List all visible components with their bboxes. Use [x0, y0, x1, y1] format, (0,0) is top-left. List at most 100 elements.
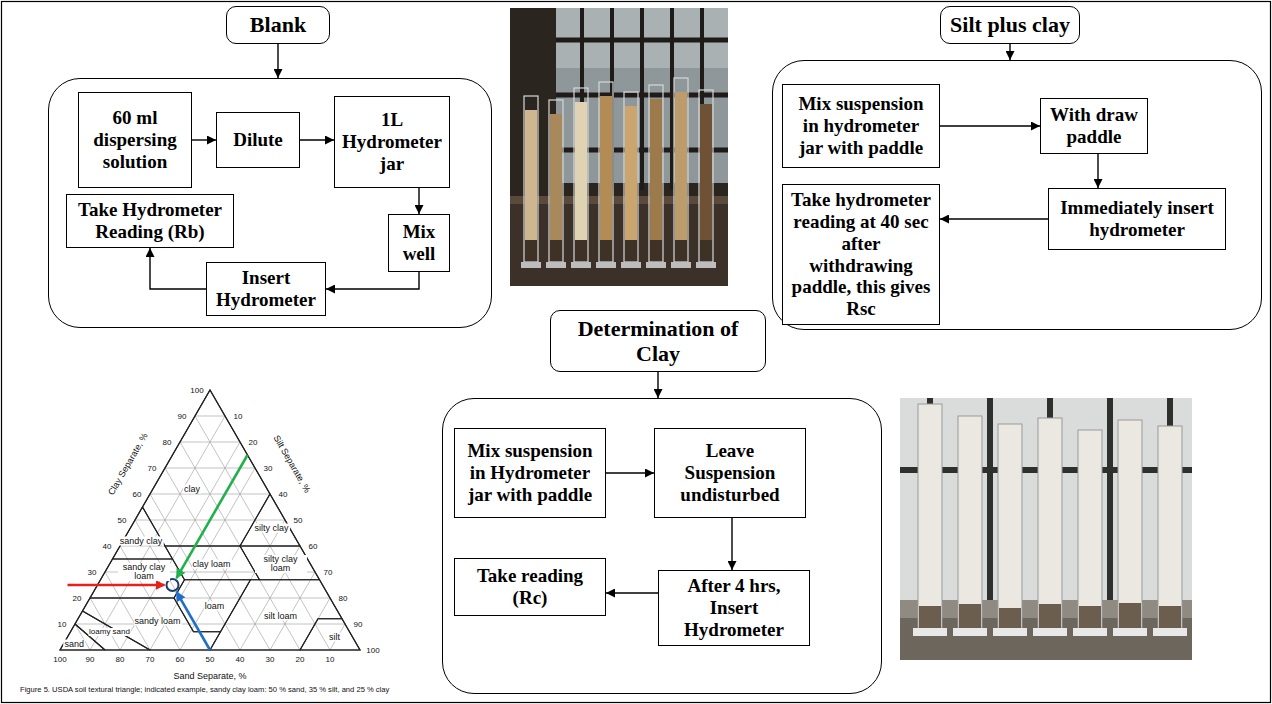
flow-arrow	[326, 272, 419, 289]
texture-class-label: sandy clay	[119, 536, 164, 545]
texture-boundary	[300, 619, 360, 650]
axis-title: Clay Separate, %	[106, 431, 150, 497]
axis-number: 20	[73, 594, 82, 603]
silt-pointer-arrow	[177, 455, 248, 578]
texture-class-label: silty clay loam	[255, 555, 307, 573]
section-panel: Mix suspension in hydrometer jar with pa…	[772, 60, 1262, 330]
axis-number: 30	[88, 568, 97, 577]
process-box: Immediately insert hydrometer	[1048, 188, 1226, 250]
texture-boundary	[143, 390, 271, 546]
axis-title: Sand Separate, %	[173, 671, 246, 681]
axis-number: 100	[53, 655, 66, 664]
box-text: With draw paddle	[1047, 104, 1141, 148]
axis-number: 50	[118, 516, 127, 525]
texture-class-label: silty clay	[253, 523, 289, 532]
axis-number: 100	[366, 646, 379, 655]
grid-line	[90, 416, 225, 650]
flow-arrow	[606, 472, 654, 473]
flow-arrow	[1009, 44, 1010, 60]
flow-arrow	[657, 372, 658, 398]
example-marks	[68, 455, 248, 650]
process-box: Take reading (Rc)	[454, 558, 606, 616]
figure-caption: Figure 5. USDA soil textural triangle; i…	[20, 686, 389, 694]
box-text: 60 ml dispersing solution	[85, 107, 185, 173]
grid-line	[150, 494, 270, 495]
axis-number: 80	[163, 438, 172, 447]
flow-arrow	[150, 248, 206, 289]
axis-number: 70	[148, 464, 157, 473]
triangle-outline	[60, 390, 360, 650]
process-box: Mix suspension in Hydrometer jar with pa…	[454, 428, 606, 518]
grid-line	[195, 416, 330, 650]
grid-line	[180, 442, 240, 443]
box-text: Mix suspension in Hydrometer jar with pa…	[461, 440, 599, 506]
texture-class-label: silt loam	[263, 612, 298, 621]
flow-arrow	[940, 218, 1048, 219]
box-text: Mix well	[395, 221, 443, 265]
texture-class-label: sandy clay loam	[118, 563, 170, 581]
texture-boundary	[210, 580, 342, 650]
box-text: Take Hydrometer Reading (Rb)	[73, 199, 227, 243]
axis-number: 80	[116, 655, 125, 664]
section-panel: 60 ml dispersing solution Dilute 1L Hydrom…	[48, 78, 492, 328]
texture-boundary	[240, 494, 300, 546]
axis-number: 40	[236, 655, 245, 664]
flow-arrow	[418, 188, 419, 214]
process-box: Take hydrometer reading at 40 sec after …	[782, 184, 940, 325]
process-box: 1L Hydrometer jar	[334, 96, 450, 188]
box-text: Take reading (Rc)	[461, 565, 599, 609]
axis-number: 60	[133, 490, 142, 499]
flow-arrow	[300, 139, 334, 140]
texture-class-label: loamy sand	[88, 628, 131, 636]
process-box: After 4 hrs, Insert Hydrometer	[658, 570, 810, 646]
process-box: Mix well	[388, 214, 450, 272]
axis-number: 20	[296, 655, 305, 664]
section-panel: Mix suspension in Hydrometer jar with pa…	[442, 398, 882, 694]
flow-arrow	[731, 518, 732, 570]
texture-class-label: clay loam	[191, 560, 231, 569]
axis-number: 60	[309, 542, 318, 551]
process-box: Take Hydrometer Reading (Rb)	[66, 194, 234, 248]
texture-boundary	[240, 546, 320, 580]
box-text: Take hydrometer reading at 40 sec after …	[789, 189, 933, 320]
process-box: With draw paddle	[1040, 98, 1148, 154]
texture-class-label: silt	[328, 633, 341, 642]
axis-number: 70	[146, 655, 155, 664]
process-box: Leave Suspension undisturbed	[654, 428, 806, 518]
flow-arrow	[606, 592, 658, 593]
box-text: Immediately insert hydrometer	[1055, 197, 1219, 241]
triangle-grid	[60, 390, 360, 650]
box-text: Insert Hydrometer	[213, 267, 319, 311]
axis-number: 60	[176, 655, 185, 664]
box-text: Dilute	[233, 129, 283, 151]
axis-number: 90	[178, 412, 187, 421]
texture-boundary	[83, 598, 221, 650]
box-text: Silt plus clay	[950, 12, 1070, 37]
section-header: Determination of Clay	[550, 310, 766, 372]
axis-number: 10	[234, 412, 243, 421]
axis-number: 20	[249, 438, 258, 447]
axis-title: Silt Separate, %	[272, 434, 313, 495]
flow-arrow	[277, 44, 278, 78]
box-text: 1L Hydrometer jar	[341, 109, 443, 175]
flow-arrow	[192, 139, 216, 140]
photo-cylinders-settled	[900, 398, 1192, 660]
axis-number: 50	[294, 516, 303, 525]
process-box: 60 ml dispersing solution	[78, 92, 192, 188]
flow-arrow	[940, 125, 1040, 126]
axis-number: 70	[324, 568, 333, 577]
axis-number: 10	[58, 620, 67, 629]
axis-number: 80	[339, 594, 348, 603]
axis-number: 30	[266, 655, 275, 664]
texture-class-label: clay	[183, 484, 201, 493]
axis-number: 90	[86, 655, 95, 664]
flow-arrow	[1097, 154, 1098, 188]
section-header: Blank	[226, 6, 330, 44]
section-header: Silt plus clay	[940, 6, 1080, 44]
texture-boundary	[90, 559, 185, 598]
box-text: Blank	[250, 12, 306, 37]
grid-line	[195, 416, 225, 417]
texture-class-label: sand	[64, 639, 86, 648]
